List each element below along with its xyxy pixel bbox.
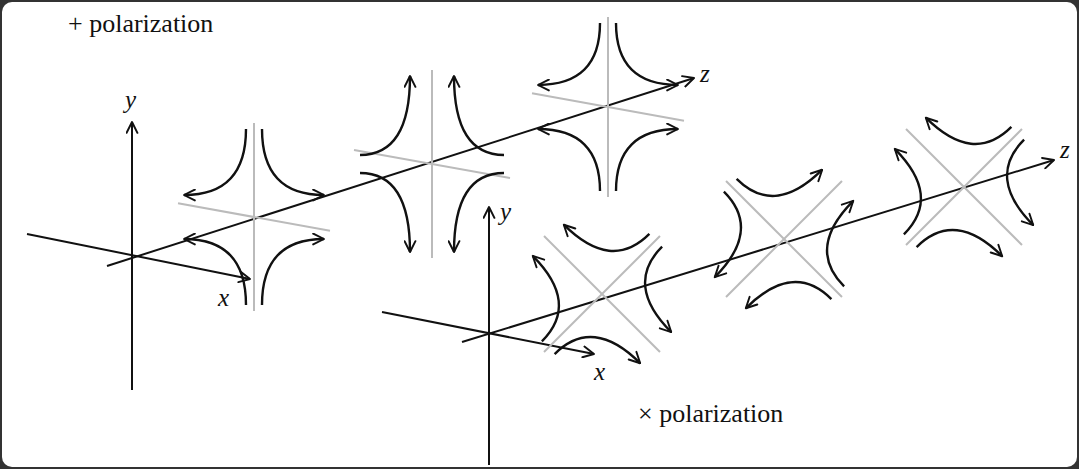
particle-curve (360, 76, 410, 155)
deformation-ring (668, 123, 900, 355)
axis-line (107, 78, 694, 266)
polarization-title: + polarization (68, 10, 213, 39)
reference-line (726, 181, 842, 297)
axis-line (488, 207, 490, 465)
particle-curve (737, 132, 823, 218)
particle-curve (616, 23, 678, 85)
particle-curve (184, 239, 246, 305)
particle-curve (184, 129, 246, 195)
particle-curve (495, 256, 581, 342)
particle-curve (454, 173, 504, 252)
particle-curve (454, 76, 504, 155)
particle-curve (986, 140, 1072, 226)
particle-curve (926, 80, 1012, 166)
particle-curve (360, 173, 410, 252)
particle-curve (262, 239, 324, 305)
axis-label: x (594, 358, 605, 386)
axis-label: y (500, 198, 511, 226)
particle-curve (746, 261, 832, 347)
particle-curve (857, 149, 943, 235)
deformation-ring (532, 17, 684, 197)
reference-line (178, 203, 330, 230)
axis-label: z (1060, 136, 1070, 164)
reference-line (544, 236, 660, 352)
axis-label: z (700, 60, 710, 88)
deformation-ring (354, 70, 510, 258)
particle-curve (624, 247, 710, 333)
deformation-ring (848, 71, 1077, 303)
particle-curve (538, 129, 600, 191)
polarization-title: × polarization (638, 400, 783, 429)
deformation-ring (486, 178, 718, 410)
particle-curve (564, 187, 650, 273)
particle-curve (677, 192, 763, 278)
reference-line (532, 93, 684, 120)
reference-line (906, 129, 1022, 245)
axis-label: x (218, 284, 229, 312)
particle-curve (917, 209, 1003, 295)
reference-line (726, 181, 842, 297)
particle-curve (262, 129, 324, 195)
reference-line (544, 236, 660, 352)
reference-line (354, 150, 510, 178)
particle-curve (616, 129, 678, 191)
reference-line (906, 129, 1022, 245)
particle-curve (538, 23, 600, 85)
particle-curve (806, 201, 892, 287)
particle-curve (555, 316, 641, 402)
deformation-ring (178, 123, 330, 311)
axis-label: y (125, 86, 136, 114)
